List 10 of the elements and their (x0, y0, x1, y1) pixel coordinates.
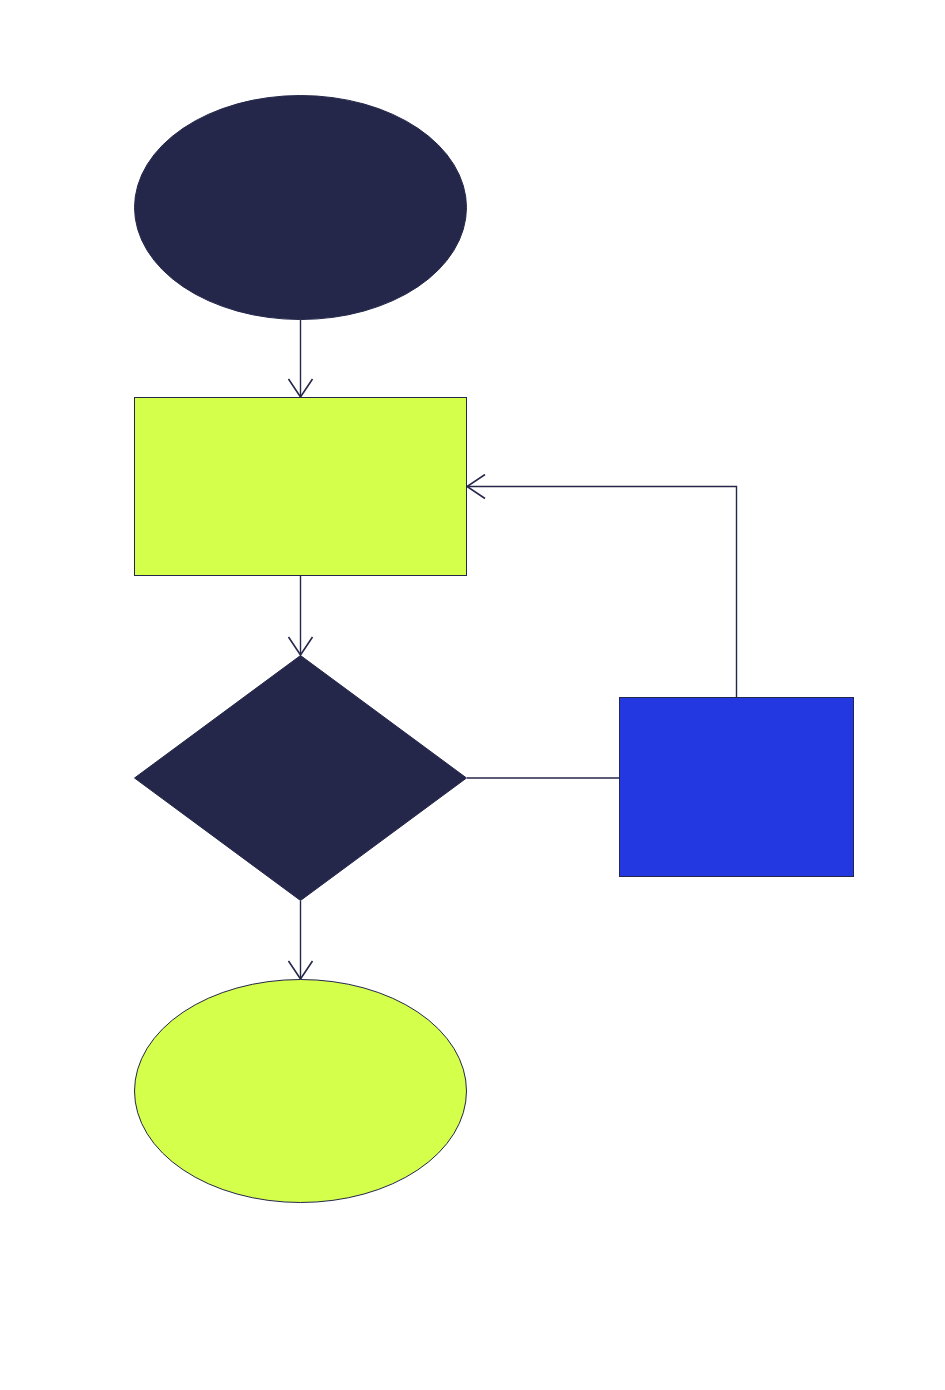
process-box (134, 397, 467, 576)
terminator-ellipse (134, 95, 467, 320)
arrow (287, 575, 314, 656)
arrow (287, 319, 314, 398)
connector-line (466, 777, 620, 779)
process-box (619, 697, 854, 877)
arrow (466, 473, 738, 698)
arrow (287, 900, 314, 980)
decision-diamond (134, 655, 467, 901)
terminator-ellipse (134, 979, 467, 1203)
